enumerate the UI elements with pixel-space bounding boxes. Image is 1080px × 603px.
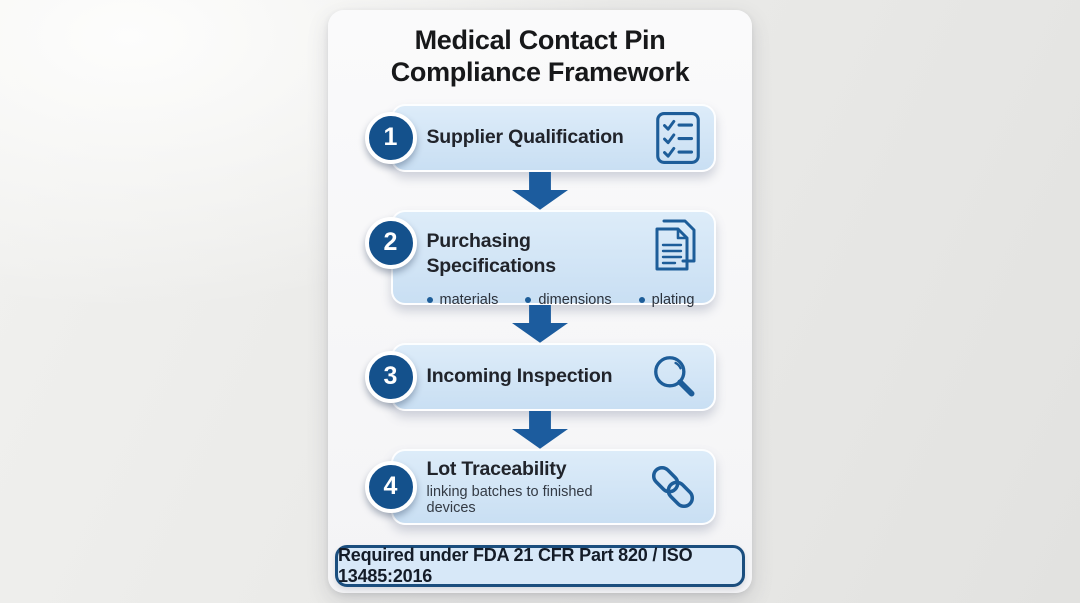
- step-number: 4: [383, 472, 398, 501]
- bullet-item: materials: [427, 292, 499, 308]
- down-arrow-icon: [512, 304, 568, 343]
- bullet-label: materials: [439, 292, 499, 309]
- step-card: Supplier Qualification: [390, 103, 716, 172]
- step-title: Purchasing Specifications: [426, 229, 557, 278]
- chain-link-icon: [645, 458, 701, 516]
- step-4-lot-traceability: 4 Lot Traceability linking batches to fi…: [364, 448, 716, 525]
- magnifier-icon: [649, 351, 701, 403]
- compliance-note-text: Required under FDA 21 CFR Part 820 / ISO…: [338, 545, 693, 586]
- step-2-purchasing-specifications: 2 Purchasing Specifications materials di…: [364, 209, 716, 308]
- step-card: Incoming Inspection: [390, 342, 716, 411]
- step-4-number-badge: 4: [364, 460, 417, 513]
- step-card: Purchasing Specifications materials dime…: [390, 209, 716, 308]
- step-number: 3: [383, 362, 398, 391]
- bullet-item: plating: [639, 292, 695, 308]
- bullet-label: plating: [651, 292, 695, 309]
- step-number: 2: [383, 228, 398, 257]
- spec-bullet-list: materials dimensions plating: [427, 292, 695, 308]
- bullet-item: dimensions: [525, 292, 611, 308]
- step-title: Incoming Inspection: [426, 365, 613, 388]
- infographic-card: Medical Contact Pin Compliance Framework…: [328, 10, 752, 593]
- down-arrow-icon: [512, 410, 568, 449]
- step-3-incoming-inspection: 3 Incoming Inspection: [364, 342, 716, 411]
- step-1-supplier-qualification: 1 Supplier Qualification: [364, 103, 716, 172]
- down-arrow-icon: [512, 171, 568, 210]
- step-number: 1: [383, 123, 398, 152]
- step-3-number-badge: 3: [364, 350, 417, 403]
- page-title: Medical Contact Pin Compliance Framework: [390, 25, 690, 88]
- step-1-number-badge: 1: [364, 111, 417, 164]
- step-title: Lot Traceability: [426, 458, 567, 481]
- compliance-note: Required under FDA 21 CFR Part 820 / ISO…: [335, 545, 745, 587]
- documents-icon: [651, 216, 701, 278]
- step-card: Lot Traceability linking batches to fini…: [390, 448, 716, 525]
- bullet-label: dimensions: [538, 292, 612, 309]
- checklist-icon: [655, 111, 701, 165]
- step-subtitle: linking batches to finished devices: [426, 484, 593, 517]
- step-2-number-badge: 2: [364, 216, 417, 269]
- process-flow: 1 Supplier Qualification: [328, 103, 752, 525]
- step-title: Supplier Qualification: [426, 126, 624, 149]
